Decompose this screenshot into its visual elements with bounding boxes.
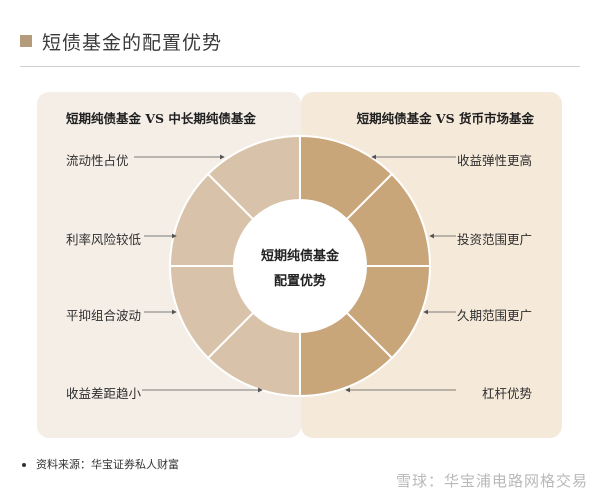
title-divider — [20, 66, 580, 67]
ring-center-circle — [234, 200, 366, 332]
right-item-investment-scope: 投资范围更广 — [456, 232, 532, 247]
source-note: 资料来源：华宝证券私人财富 — [22, 456, 179, 472]
right-item-leverage: 杠杆优势 — [481, 386, 532, 401]
right-item-return-elasticity: 收益弹性更高 — [456, 153, 532, 168]
left-item-liquidity: 流动性占优 — [66, 153, 129, 168]
center-label-line2: 配置优势 — [273, 274, 326, 289]
left-item-return-gap: 收益差距趋小 — [66, 386, 142, 401]
left-item-volatility: 平抑组合波动 — [66, 308, 142, 323]
bullet-icon — [22, 463, 26, 467]
right-item-duration-scope: 久期范围更广 — [456, 308, 532, 323]
left-panel-heading: 短期纯债基金 VS 中长期纯债基金 — [66, 111, 256, 126]
center-label-line1: 短期纯债基金 — [260, 249, 339, 264]
left-item-rate-risk: 利率风险较低 — [66, 232, 142, 247]
watermark: 雪球：华宝浦电路网格交易 — [395, 472, 588, 490]
right-panel-heading: 短期纯债基金 VS 货币市场基金 — [356, 111, 534, 126]
title-square-icon — [20, 35, 32, 47]
title-bar: 短债基金的配置优势 — [20, 28, 222, 54]
source-text: 资料来源：华宝证券私人财富 — [36, 458, 179, 471]
page-title: 短债基金的配置优势 — [42, 31, 223, 54]
